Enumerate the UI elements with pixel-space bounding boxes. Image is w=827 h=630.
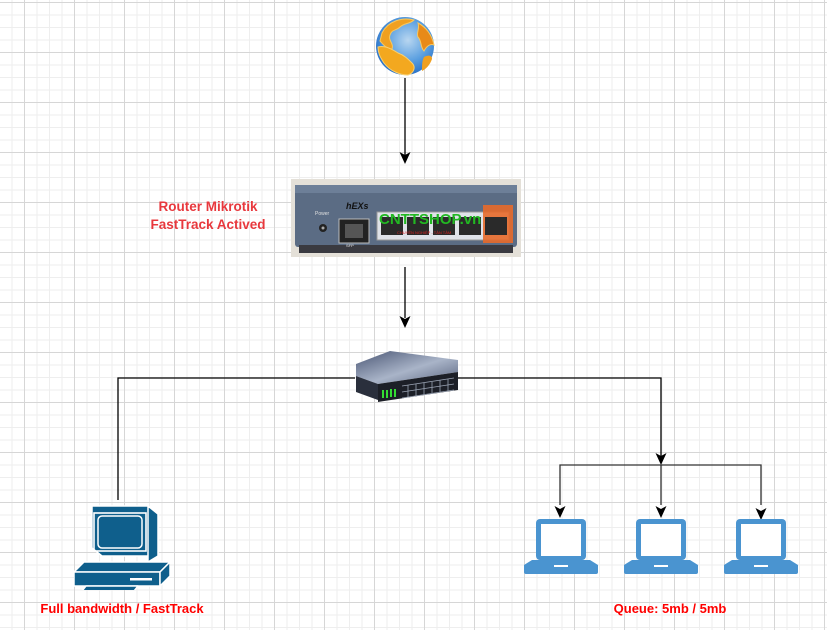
- watermark-subtext: CHUYÊN NGHIỆP - TẬN TÂM: [397, 230, 451, 235]
- edge-switch-laptops[interactable]: [458, 377, 667, 465]
- laptop-1-node[interactable]: [524, 518, 598, 576]
- edge-router-switch[interactable]: [399, 267, 411, 328]
- internet-globe-node[interactable]: [374, 15, 436, 77]
- desktop-computer-icon: [73, 505, 171, 597]
- edge-laptops-bus[interactable]: [554, 464, 767, 520]
- laptop-icon: [724, 519, 798, 574]
- network-switch-icon: [356, 351, 458, 402]
- router-label-line1: Router Mikrotik: [158, 199, 258, 214]
- router-node[interactable]: Power hEXs SFP CNTTSHOP.vn CHUYÊN NGHIỆP…: [291, 179, 521, 257]
- desktop-label: Full bandwidth / FastTrack: [40, 601, 204, 616]
- laptop-icon: [524, 519, 598, 574]
- laptop-icon: [624, 519, 698, 574]
- edge-internet-router[interactable]: [399, 78, 411, 164]
- router-device-image: Power hEXs SFP CNTTSHOP.vn CHUYÊN NGHIỆP…: [291, 179, 521, 257]
- router-label: Router Mikrotik FastTrack Actived: [138, 198, 278, 234]
- router-label-line2: FastTrack Actived: [150, 217, 266, 232]
- watermark-text: CNTTSHOP.vn: [379, 211, 481, 228]
- desktop-node[interactable]: [73, 500, 171, 597]
- router-model-label: hEXs: [346, 201, 369, 211]
- switch-node[interactable]: [354, 350, 460, 406]
- power-port-label: Power: [315, 211, 330, 217]
- globe-icon: [376, 17, 435, 76]
- laptops-label: Queue: 5mb / 5mb: [613, 601, 727, 616]
- edge-switch-desktop[interactable]: [117, 377, 355, 500]
- laptop-2-node[interactable]: [624, 518, 698, 576]
- laptop-3-node[interactable]: [724, 518, 798, 576]
- sfp-port-label: SFP: [346, 243, 354, 248]
